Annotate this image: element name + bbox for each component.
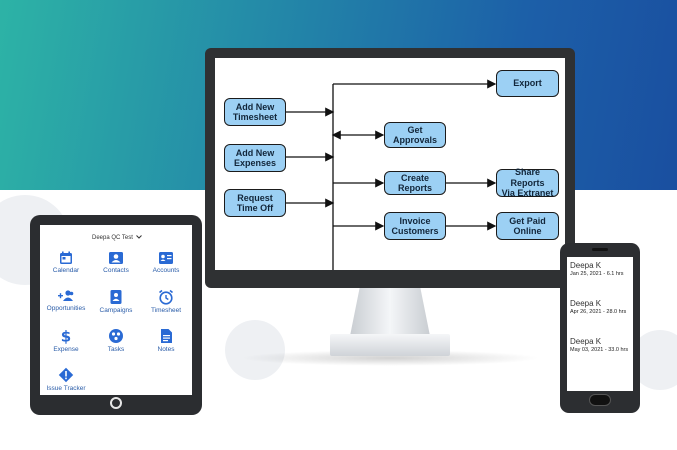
app-label: Contacts xyxy=(103,267,129,274)
flow-node-get-paid-online: Get Paid Online xyxy=(496,212,559,240)
app-tile-accounts[interactable]: Accounts xyxy=(141,251,191,289)
timesheet-entry[interactable]: Deepa K Jan 25, 2021 - 6.1 hrs xyxy=(570,261,634,277)
tablet-device: Deepa QC Test Calendar Contacts Accounts… xyxy=(30,215,202,415)
accounts-icon xyxy=(159,252,173,264)
flow-node-add-timesheet: Add New Timesheet xyxy=(224,98,286,126)
expense-icon: $ xyxy=(61,328,71,344)
calendar-icon xyxy=(60,251,72,264)
phone-home-button[interactable] xyxy=(589,394,611,406)
app-tile-expense[interactable]: $ Expense xyxy=(41,328,91,366)
app-label: Campaigns xyxy=(99,307,133,314)
app-label: Issue Tracker xyxy=(46,385,86,392)
app-label: Tasks xyxy=(107,346,125,353)
app-tile-opportunities[interactable]: Opportunities xyxy=(41,289,91,327)
phone-screen: Deepa K Jan 25, 2021 - 6.1 hrs Deepa K A… xyxy=(567,257,633,391)
app-tile-issue-tracker[interactable]: Issue Tracker xyxy=(41,367,91,405)
desktop-monitor: Add New Timesheet Add New Expenses Reque… xyxy=(205,48,575,288)
phone-speaker xyxy=(592,248,608,251)
flow-node-export: Export xyxy=(496,70,559,97)
entry-name: Deepa K xyxy=(570,261,602,270)
notes-icon xyxy=(160,329,172,343)
entry-detail: Jan 25, 2021 - 6.1 hrs xyxy=(570,271,624,277)
issue-tracker-icon xyxy=(58,367,74,383)
entry-name: Deepa K xyxy=(570,299,602,308)
user-dropdown-label: Deepa QC Test xyxy=(92,235,133,241)
app-tile-notes[interactable]: Notes xyxy=(141,328,191,366)
timesheet-entry[interactable]: Deepa K Apr 26, 2021 - 28.0 hrs xyxy=(570,299,634,315)
mobile-phone: Deepa K Jan 25, 2021 - 6.1 hrs Deepa K A… xyxy=(560,243,640,413)
app-tile-calendar[interactable]: Calendar xyxy=(41,251,91,289)
entry-detail: May 03, 2021 - 33.0 hrs xyxy=(570,347,629,353)
opportunities-icon xyxy=(58,290,74,301)
flow-node-request-time-off: Request Time Off xyxy=(224,189,286,217)
monitor-screen: Add New Timesheet Add New Expenses Reque… xyxy=(215,58,565,270)
chevron-down-icon xyxy=(136,235,142,241)
flow-node-add-expenses: Add New Expenses xyxy=(224,144,286,172)
tasks-icon xyxy=(109,329,123,343)
entry-name: Deepa K xyxy=(570,337,602,346)
app-tile-campaigns[interactable]: Campaigns xyxy=(91,289,141,327)
flow-node-get-approvals: Get Approvals xyxy=(384,122,446,148)
contacts-icon xyxy=(109,252,123,264)
app-label: Timesheet xyxy=(150,307,182,314)
flow-node-create-reports: Create Reports xyxy=(384,171,446,195)
app-tile-tasks[interactable]: Tasks xyxy=(91,328,141,366)
tablet-home-button[interactable] xyxy=(110,397,122,409)
app-label: Notes xyxy=(157,346,175,353)
flow-node-invoice-customers: Invoice Customers xyxy=(384,212,446,240)
app-tile-contacts[interactable]: Contacts xyxy=(91,251,141,289)
app-label: Opportunities xyxy=(46,305,86,312)
monitor-stand-neck xyxy=(350,288,430,336)
decorative-circle xyxy=(225,320,285,380)
flow-connectors xyxy=(286,79,497,270)
monitor-stand-base xyxy=(330,334,450,356)
user-dropdown[interactable]: Deepa QC Test xyxy=(92,235,142,241)
app-tile-timesheet[interactable]: Timesheet xyxy=(141,289,191,327)
monitor-shadow xyxy=(240,350,540,366)
entry-detail: Apr 26, 2021 - 28.0 hrs xyxy=(570,309,627,315)
app-label: Expense xyxy=(53,346,79,353)
tablet-screen: Deepa QC Test Calendar Contacts Accounts… xyxy=(40,225,192,395)
campaigns-icon xyxy=(110,290,122,304)
flow-node-share-reports: Share Reports Via Extranet xyxy=(496,167,559,198)
app-label: Accounts xyxy=(152,267,180,274)
timesheet-icon xyxy=(159,289,173,305)
svg-text:$: $ xyxy=(61,328,71,344)
app-label: Calendar xyxy=(52,267,80,274)
timesheet-entry[interactable]: Deepa K May 03, 2021 - 33.0 hrs xyxy=(570,337,634,353)
